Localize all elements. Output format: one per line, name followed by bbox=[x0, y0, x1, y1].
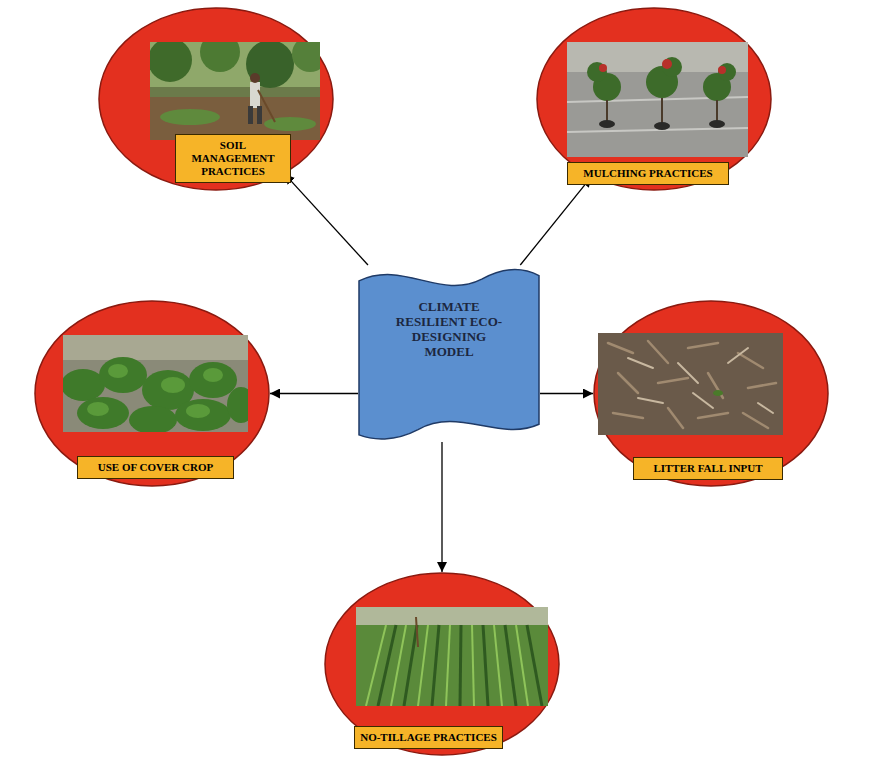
practice-ellipse: SOIL MANAGEMENT PRACTICES bbox=[98, 7, 334, 191]
practice-label: SOIL MANAGEMENT PRACTICES bbox=[175, 134, 291, 183]
model-flag: CLIMATE RESILIENT ECO-DESIGNING MODEL bbox=[358, 265, 540, 442]
cover-crop-photo bbox=[63, 335, 248, 432]
litter-photo bbox=[598, 333, 783, 435]
practice-ellipse: LITTER FALL INPUT bbox=[593, 300, 829, 487]
practice-ellipse: NO-TILLAGE PRACTICES bbox=[324, 572, 560, 756]
practice-label: USE OF COVER CROP bbox=[77, 456, 234, 479]
practice-label: NO-TILLAGE PRACTICES bbox=[354, 726, 503, 749]
mulching-photo bbox=[567, 42, 748, 157]
soil-photo bbox=[150, 42, 320, 140]
no-tillage-photo bbox=[356, 607, 548, 706]
arrow-connector bbox=[540, 393, 593, 394]
arrow-connector bbox=[441, 442, 442, 572]
practice-ellipse: USE OF COVER CROP bbox=[34, 300, 270, 487]
arrow-connector bbox=[520, 177, 591, 265]
practice-label: LITTER FALL INPUT bbox=[633, 457, 783, 480]
practice-ellipse: MULCHING PRACTICES bbox=[536, 7, 772, 191]
practice-label: MULCHING PRACTICES bbox=[567, 162, 729, 185]
model-title: CLIMATE RESILIENT ECO-DESIGNING MODEL bbox=[389, 299, 509, 359]
arrow-connector bbox=[285, 174, 368, 265]
arrow-connector bbox=[270, 393, 358, 394]
